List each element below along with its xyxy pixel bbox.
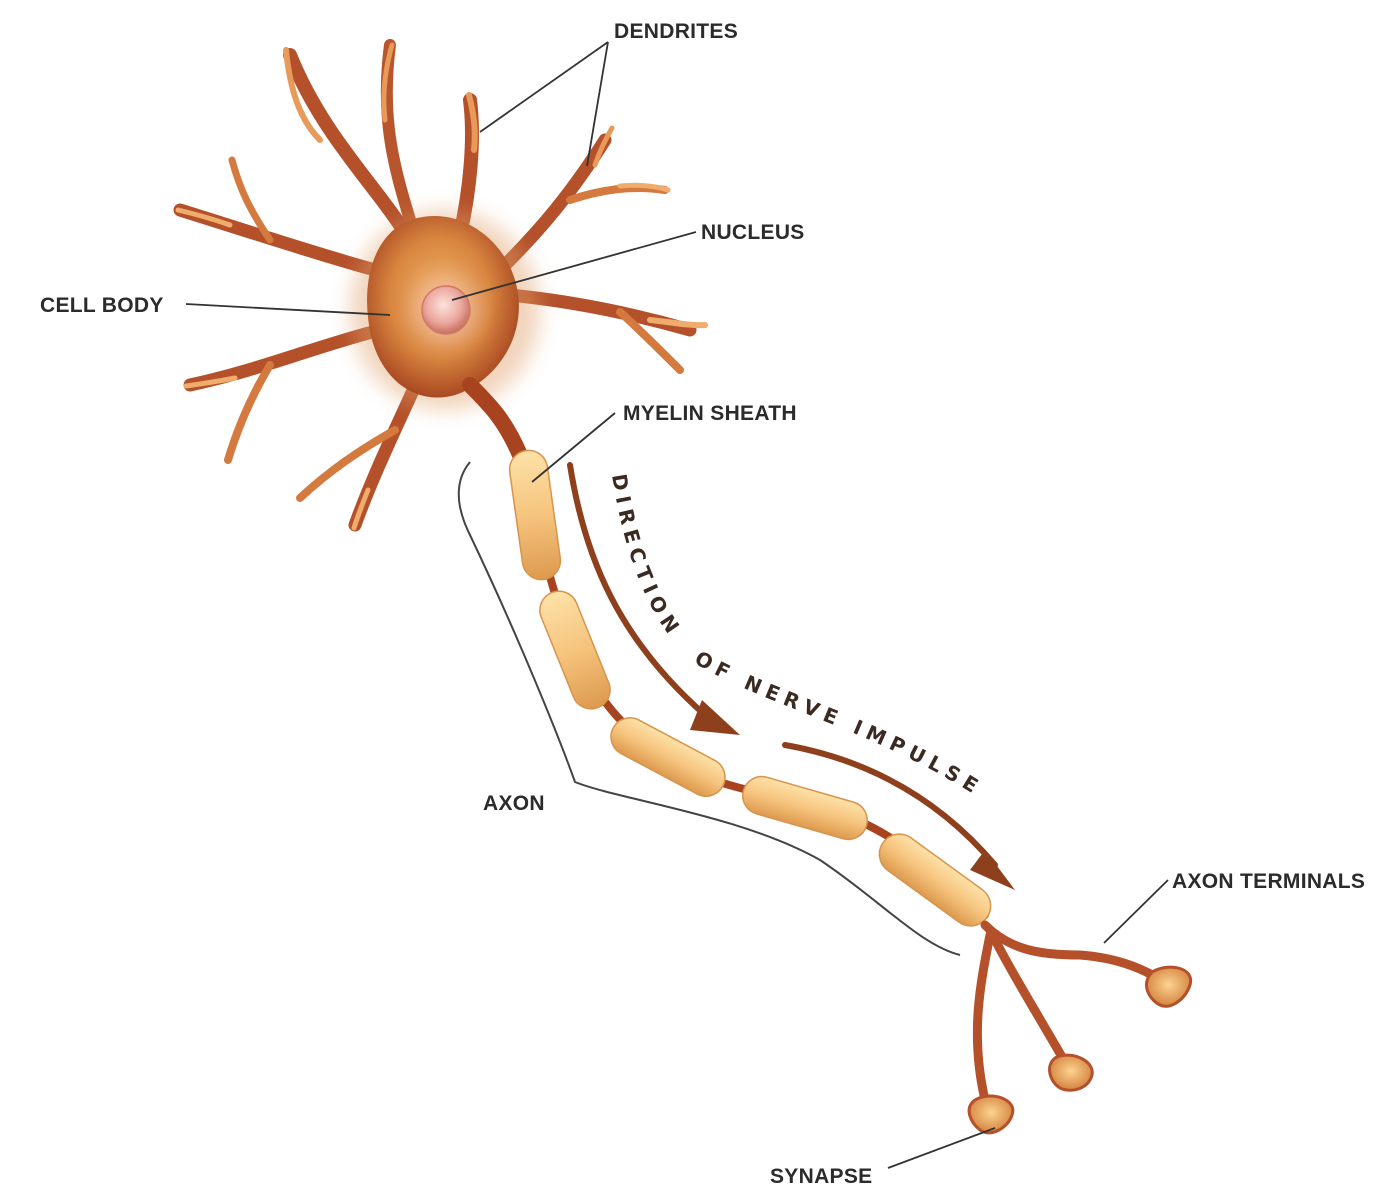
nucleus-leader	[451, 231, 697, 301]
axon-bracket	[457, 461, 961, 956]
dendrite-tip	[183, 375, 238, 389]
synaptic-terminals	[967, 965, 1193, 1135]
dendrite	[498, 133, 612, 272]
dendrite-tip	[647, 317, 708, 329]
label-synapse: SYNAPSE	[770, 1165, 872, 1188]
dendrite-tip	[617, 182, 671, 193]
axon-terminals-leader	[1103, 879, 1169, 944]
leader-lines	[185, 41, 1169, 1169]
myelin-segment	[539, 590, 611, 710]
myelin-sheath-leader	[531, 412, 616, 483]
axon-hillock	[462, 377, 528, 463]
impulse-arrow-2	[782, 742, 998, 868]
dendrites-leader-2	[586, 41, 609, 167]
dendrite	[228, 156, 274, 244]
dendrite-tip	[381, 42, 395, 123]
label-cell-body: CELL BODY	[40, 294, 164, 317]
impulse-arrows	[567, 462, 1015, 890]
impulse-label-of-nerve-impulse: OF NERVE IMPULSE	[691, 646, 988, 801]
myelin-segment	[741, 775, 869, 841]
dendrite-tip	[175, 207, 233, 228]
terminal-bouton	[1048, 1053, 1094, 1092]
cell-body-leader	[185, 303, 391, 316]
axon-terminal-branches	[972, 920, 1170, 1105]
dendrite	[224, 361, 274, 464]
dendrite-tip	[351, 487, 371, 531]
impulse-arrowhead-2	[970, 850, 1015, 890]
dendrite	[566, 184, 669, 204]
impulse-arrowhead-1	[690, 700, 740, 735]
label-nucleus: NUCLEUS	[701, 221, 805, 244]
impulse-arrow-1	[567, 462, 708, 718]
label-myelin-sheath: MYELIN SHEATH	[623, 402, 797, 425]
dendrite	[616, 308, 684, 374]
dendrite	[183, 323, 387, 392]
terminal-bouton	[1145, 965, 1193, 1008]
dendrite-tip	[466, 92, 478, 153]
nucleus	[421, 285, 471, 335]
dendrite	[380, 39, 416, 226]
dendrite	[296, 426, 399, 502]
myelin-segment	[508, 449, 562, 581]
label-axon-terminals: AXON TERMINALS	[1172, 870, 1365, 893]
label-dendrites: DENDRITES	[614, 20, 738, 43]
terminal-bouton	[967, 1094, 1015, 1135]
dendrite	[283, 48, 407, 232]
dendrite-tip	[592, 125, 615, 168]
myelin-segments	[508, 449, 992, 927]
label-axon: AXON	[483, 792, 545, 815]
dendrites-leader	[479, 41, 609, 133]
myelin-segment	[610, 717, 726, 797]
myelin-segment	[878, 833, 992, 927]
dendrite-tip	[283, 47, 323, 143]
synapse-leader	[887, 1127, 996, 1169]
